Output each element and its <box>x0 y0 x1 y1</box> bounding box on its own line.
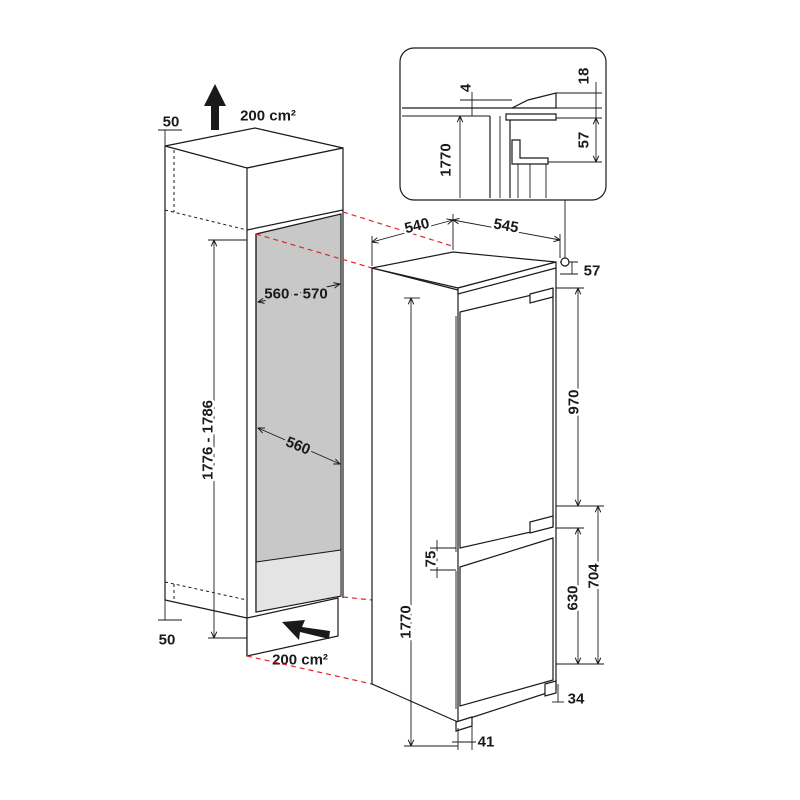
width-dim-line <box>453 220 560 240</box>
detail-1770-label: 1770 <box>438 143 455 176</box>
depth-label: 540 <box>403 215 431 238</box>
niche-height-label: 1776 - 1786 <box>200 400 217 480</box>
niche-width-label: 560 - 570 <box>264 286 327 303</box>
middle-hinge <box>529 515 554 534</box>
cabinet-hidden-bottom-edge <box>164 581 248 601</box>
lower-door-label: 630 <box>565 585 582 610</box>
guide-bottom-left <box>246 655 373 685</box>
vent-top-arrow <box>204 84 226 130</box>
lower-door <box>459 537 554 707</box>
niche-depth-dim-line <box>258 428 340 464</box>
gap-top-label: 50 <box>163 114 180 131</box>
lower-section-label: 704 <box>586 563 603 589</box>
foot-left-label: 41 <box>478 734 495 751</box>
detail-inset <box>399 47 607 201</box>
vent-bottom-label: 200 cm² <box>272 652 328 669</box>
cabinet <box>164 127 344 657</box>
vent-top-label: 200 cm² <box>240 108 296 125</box>
appliance-bottom-edge <box>457 689 557 723</box>
top-hinge <box>529 287 554 304</box>
guide-top-left <box>255 233 373 269</box>
right-foot <box>544 680 557 697</box>
width-label: 545 <box>492 215 520 236</box>
top-offset-label: 57 <box>584 263 601 280</box>
cabinet-hidden-top-edge <box>164 209 248 231</box>
detail-hinge <box>511 139 549 165</box>
cabinet-bottom-left-edge <box>164 599 248 619</box>
cabinet-dimensions <box>158 129 340 638</box>
door-gap-label: 75 <box>423 551 440 568</box>
detail-57-label: 57 <box>576 132 593 149</box>
detail-appliance-top <box>505 113 557 121</box>
depth-dim-line <box>372 220 453 242</box>
detail-18-label: 18 <box>576 68 593 85</box>
height-label: 1770 <box>398 605 415 638</box>
guide-bottom-right <box>342 596 373 601</box>
vent-bottom-arrow <box>282 620 330 640</box>
appliance-side-panel <box>371 267 459 723</box>
foot-right-label: 34 <box>568 691 585 708</box>
upper-door <box>459 289 554 549</box>
appliance <box>371 251 557 732</box>
niche-width-dim-line <box>258 284 340 302</box>
upper-door-label: 970 <box>566 389 583 414</box>
appliance-dimensions <box>372 200 604 750</box>
detail-4-label: 4 <box>458 83 475 92</box>
gap-bottom-label: 50 <box>159 632 176 649</box>
guide-top-right <box>342 211 453 247</box>
detail-marker <box>560 257 570 267</box>
